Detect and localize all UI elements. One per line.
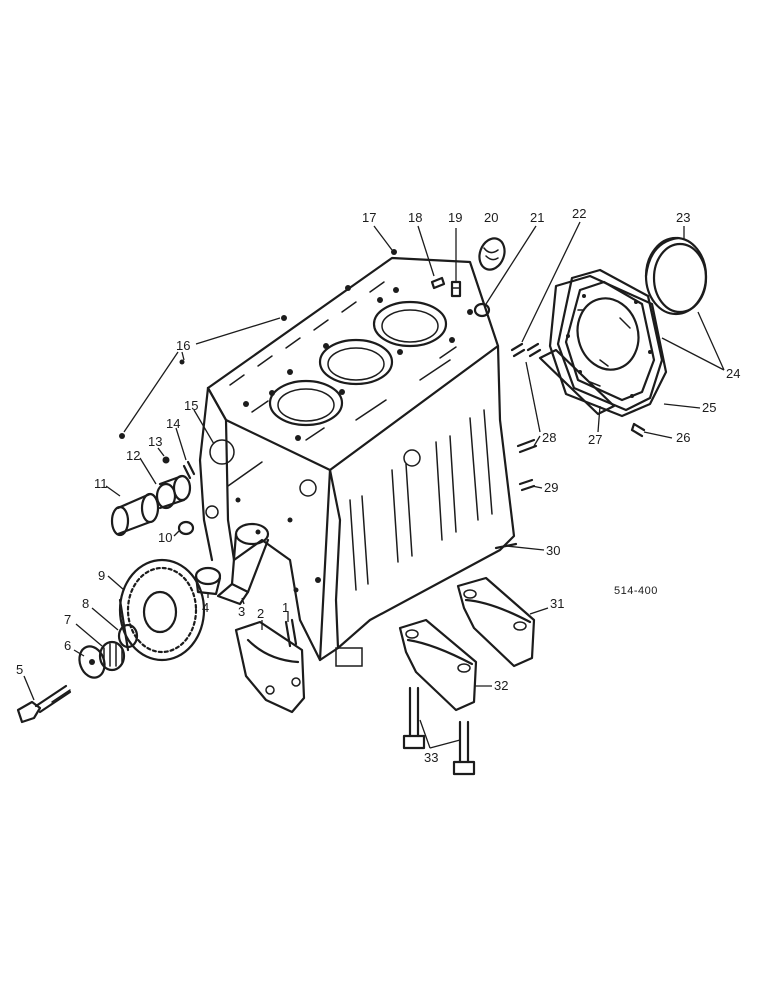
callout-9: 9 <box>98 568 105 583</box>
core-plug <box>478 237 506 271</box>
seal-strip <box>538 348 616 416</box>
callout-17: 17 <box>362 210 376 225</box>
idler-gear <box>118 558 206 662</box>
callout-29: 29 <box>544 480 558 495</box>
idler-shaft <box>216 522 270 606</box>
callout-30: 30 <box>546 543 560 558</box>
callout-14: 14 <box>166 416 180 431</box>
callout-8: 8 <box>82 596 89 611</box>
oil-seal <box>644 236 708 316</box>
callout-24: 24 <box>726 366 740 381</box>
center-main-bearing-cap <box>398 618 478 712</box>
callout-22: 22 <box>572 206 586 221</box>
callout-27: 27 <box>588 432 602 447</box>
callout-20: 20 <box>484 210 498 225</box>
callout-10: 10 <box>158 530 172 545</box>
rear-main-bearing-cap <box>456 576 536 668</box>
callout-31: 31 <box>550 596 564 611</box>
bearing-cap-bolts <box>402 686 476 776</box>
camshaft-bearing <box>110 492 160 537</box>
rear-seal-retainer <box>556 268 664 412</box>
leader-lines <box>23 221 725 749</box>
part-callouts: 1 2 3 4 5 6 7 8 9 10 11 12 13 14 15 16 1… <box>16 206 740 765</box>
callout-19: 19 <box>448 210 462 225</box>
callout-6: 6 <box>64 638 71 653</box>
seal-plug <box>473 302 491 318</box>
stud-short <box>518 478 536 492</box>
needle-bearing <box>98 640 126 672</box>
diagram-code: 514-400 <box>614 585 658 597</box>
callout-21: 21 <box>530 210 544 225</box>
callout-1: 1 <box>282 600 289 615</box>
plug-ring <box>177 520 195 536</box>
expansion-plug <box>162 456 170 464</box>
callout-7: 7 <box>64 612 71 627</box>
head-dowel <box>391 249 397 255</box>
welch-plugs <box>119 315 287 439</box>
front-dowel <box>182 460 196 480</box>
callout-15: 15 <box>184 398 198 413</box>
callout-13: 13 <box>148 434 162 449</box>
callout-28: 28 <box>542 430 556 445</box>
callout-12: 12 <box>126 448 140 463</box>
callout-5: 5 <box>16 662 23 677</box>
rear-dowels <box>510 342 542 358</box>
callout-18: 18 <box>408 210 422 225</box>
front-bearing-cap <box>234 620 306 714</box>
callout-32: 32 <box>494 678 508 693</box>
callout-16: 16 <box>176 338 190 353</box>
callout-2: 2 <box>257 606 264 621</box>
retainer-gasket <box>548 274 668 418</box>
oil-tube <box>430 276 446 290</box>
stud <box>516 438 538 454</box>
idler-bolt <box>16 684 72 724</box>
plug <box>450 280 462 298</box>
callout-11: 11 <box>94 476 108 491</box>
callout-33: 33 <box>424 750 438 765</box>
callout-3: 3 <box>238 604 245 619</box>
callout-23: 23 <box>676 210 690 225</box>
cylinder-block <box>198 256 516 667</box>
retainer-screw <box>630 422 646 438</box>
callout-4: 4 <box>202 600 209 615</box>
callout-26: 26 <box>676 430 690 445</box>
camshaft-bearing-front <box>155 474 192 510</box>
callout-25: 25 <box>702 400 716 415</box>
